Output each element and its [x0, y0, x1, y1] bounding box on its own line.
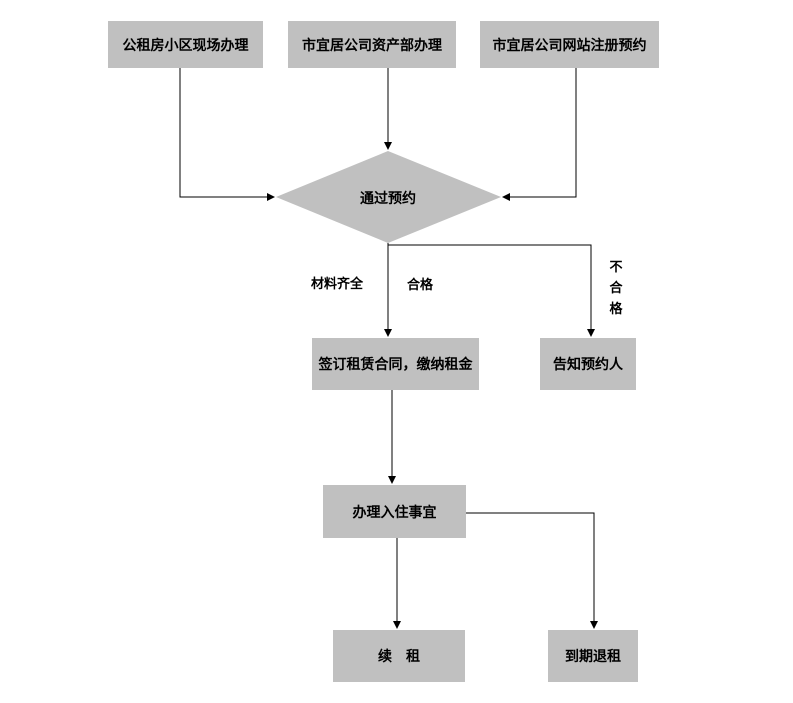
- label-unqualified-char-3: 格: [609, 302, 623, 317]
- label-materials-complete: 材料齐全: [311, 277, 364, 292]
- decision-diamond: [276, 151, 501, 243]
- label-unqualified-char-1: 不: [609, 260, 623, 275]
- arrow-decision-to-notify: [388, 244, 595, 337]
- node-asset-dept: 市宜居公司资产部办理: [288, 21, 456, 68]
- node-website: 市宜居公司网站注册预约: [480, 21, 659, 68]
- arrow-website-to-decision: [502, 68, 577, 201]
- arrow-onsite-to-decision: [179, 68, 275, 201]
- node-notify: 告知预约人: [540, 338, 636, 390]
- node-expire: 到期退租: [548, 630, 638, 682]
- node-sign-contract: 签订租赁合同，缴纳租金: [312, 338, 479, 390]
- node-onsite: 公租房小区现场办理: [108, 21, 263, 68]
- label-qualified: 合格: [407, 278, 434, 293]
- label-unqualified: 不 合 格: [608, 257, 624, 320]
- node-renew: 续 租: [333, 630, 465, 682]
- label-unqualified-char-2: 合: [609, 281, 623, 296]
- arrow-movein-to-expire: [466, 512, 598, 629]
- node-move-in: 办理入住事宜: [323, 485, 466, 538]
- decision-label: 通过预约: [360, 191, 416, 207]
